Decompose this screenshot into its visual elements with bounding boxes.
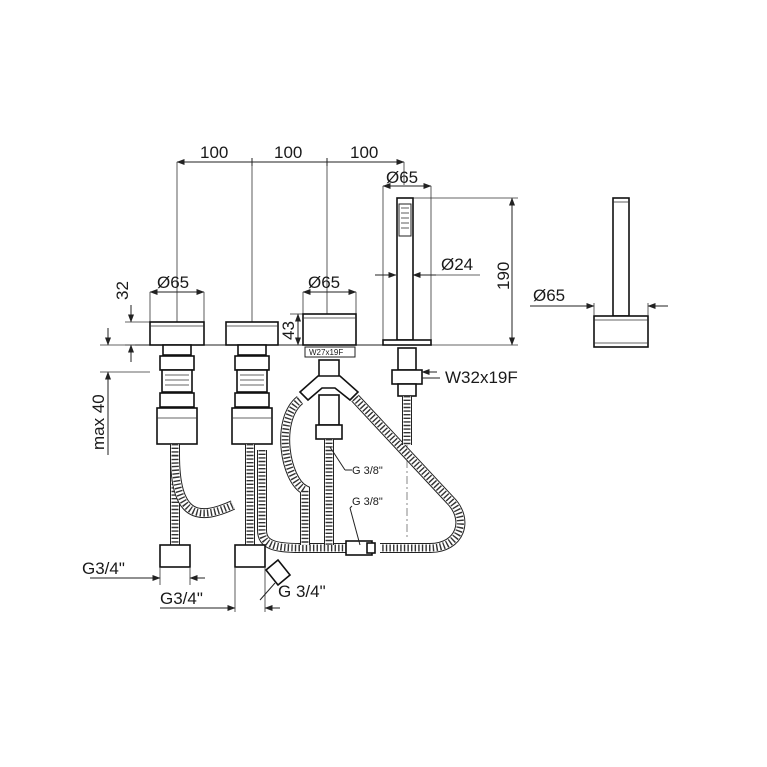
g38-label-a: G 3/8": [352, 465, 383, 477]
left-handle: [149, 321, 205, 445]
spacing-dimension-group: 100 100 100: [176, 143, 405, 322]
g38-labels: G 3/8" G 3/8": [329, 446, 383, 546]
handle-dimension-group: Ø65 Ø65 32 43 max 40: [89, 273, 357, 455]
handle-left-diameter-label: Ø65: [157, 273, 189, 292]
max-deck-label: max 40: [89, 394, 108, 450]
diverter-height-label: 43: [279, 321, 298, 340]
handshower-side-view: Ø65: [530, 197, 668, 348]
handshower-diameter-label: Ø24: [441, 255, 473, 274]
g34-labels: G3/4" G3/4" G 3/4": [82, 559, 326, 612]
spacing-label-1: 100: [200, 143, 228, 162]
middle-handle: [225, 321, 279, 445]
g34-label-left: G3/4": [82, 559, 125, 578]
side-view-diameter-label: Ø65: [533, 286, 565, 305]
handshower-dimension-group: Ø65 190 Ø24: [375, 168, 518, 346]
g34-label-right: G 3/4": [278, 582, 326, 601]
handle-height-label: 32: [113, 281, 132, 300]
g38-label-b: G 3/8": [352, 496, 383, 508]
handshower-top-diameter-label: Ø65: [386, 168, 418, 187]
diverter-thread-label: W27x19F: [309, 348, 343, 357]
handle-right-diameter-label: Ø65: [308, 273, 340, 292]
hoses: [159, 394, 466, 587]
diverter: W27x19F: [298, 313, 360, 440]
spacing-label-3: 100: [350, 143, 378, 162]
handshower-front: W32x19F: [382, 197, 518, 540]
handshower-thread-label: W32x19F: [445, 368, 518, 387]
total-height-label: 190: [494, 262, 513, 290]
spacing-label-2: 100: [274, 143, 302, 162]
g34-label-mid: G3/4": [160, 589, 203, 608]
